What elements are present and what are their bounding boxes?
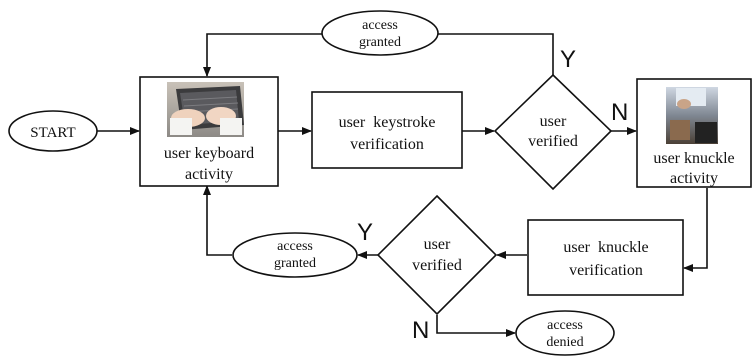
access-denied-line1: access: [547, 318, 583, 333]
top-yes-label: Y: [560, 46, 576, 73]
keyboard-photo: [167, 82, 244, 137]
access-denied-node: access denied: [515, 310, 615, 356]
access-granted-top-node: access granted: [321, 10, 439, 56]
knuckle-activity-line1: user knuckle: [653, 150, 734, 167]
start-node: START: [8, 110, 98, 152]
keystroke-verification-node: user keystroke verification: [311, 91, 463, 169]
verified-top-decision: user verified: [493, 73, 613, 191]
verified-bottom-line1: user: [424, 236, 451, 253]
knuckle-verification-line1: user knuckle: [563, 239, 648, 256]
knuckle-activity-node: user knuckle activity: [636, 78, 752, 188]
access-granted-top-line1: access: [362, 18, 398, 33]
verified-top-line2: verified: [528, 133, 578, 150]
access-granted-bottom-line1: access: [277, 239, 313, 254]
bottom-yes-label: Y: [357, 219, 373, 246]
access-granted-bottom-line2: granted: [274, 256, 316, 271]
access-granted-bottom-node: access granted: [232, 232, 358, 278]
keyboard-activity-line2: activity: [185, 166, 233, 183]
bottom-no-label: N: [412, 317, 429, 344]
edge-granted-bottom-to-keyboard: [203, 185, 232, 256]
verified-top-line1: user: [540, 113, 567, 130]
knuckle-verification-node: user knuckle verification: [527, 219, 684, 296]
knuckle-verification-line2: verification: [569, 262, 643, 279]
edge-knuckle-activity-to-verification: [683, 188, 708, 272]
start-label: START: [30, 125, 75, 141]
keystroke-verification-line2: verification: [350, 136, 424, 153]
keystroke-verification-line1: user keystroke: [339, 114, 436, 131]
access-granted-top-line2: granted: [359, 35, 401, 50]
verified-bottom-line2: verified: [412, 257, 462, 274]
keyboard-activity-node: user keyboard activity: [139, 76, 279, 187]
edge-verified-bottom-no-to-denied: [436, 315, 516, 337]
knuckle-photo: [666, 87, 718, 144]
verified-bottom-decision: user verified: [376, 194, 498, 316]
keyboard-activity-line1: user keyboard: [164, 145, 254, 162]
top-no-label: N: [611, 99, 628, 126]
knuckle-activity-line2: activity: [670, 170, 718, 187]
access-denied-line2: denied: [546, 335, 583, 350]
